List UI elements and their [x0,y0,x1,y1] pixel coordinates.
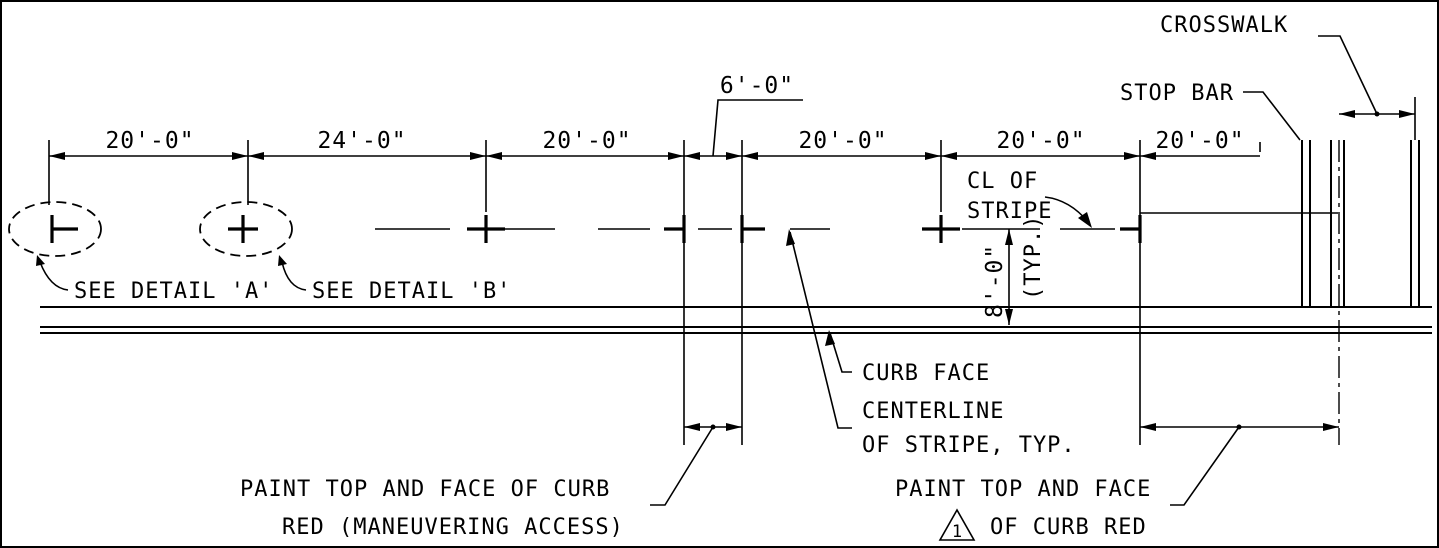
centerline-leader [789,231,852,429]
stall-marking-t-4 [664,215,686,243]
stop-bar-label: STOP BAR [1120,81,1234,106]
dimension-text-6ft: 6'-0" [720,73,794,99]
detail-b-callout-ellipse [199,201,293,257]
maneuvering-access-dimension [650,423,742,506]
detail-a-leader [39,261,69,291]
stall-marking-cross-b [228,215,258,243]
detail-b-leader [281,261,307,291]
detail-b-label: SEE DETAIL 'B' [312,279,511,304]
curb-red-dimension [1140,423,1339,506]
cl-of-stripe-label-line1: CL OF [967,169,1038,194]
stall-marking-t-5 [740,215,765,243]
stop-bar [1301,140,1311,307]
dimension-text-2: 24'-0" [317,128,406,154]
paint-left-label-line1: PAINT TOP AND FACE OF CURB [240,477,610,502]
revision-delta-icon: 1 [938,508,976,542]
paint-right-label-line1: PAINT TOP AND FACE [895,477,1151,502]
dimension-text-1: 20'-0" [105,128,194,154]
paint-right-label-line2: OF CURB RED [990,515,1147,540]
stall-marking-t-a [50,215,78,243]
six-foot-leader [712,99,803,157]
centerline-label-line1: CENTERLINE [862,399,1004,424]
paint-left-label-line2: RED (MANEUVERING ACCESS) [282,515,624,540]
centerline-label-line2: OF STRIPE, TYP. [862,433,1076,458]
crosswalk-lines [1330,140,1420,307]
extension-lines [48,97,1416,445]
detail-a-label: SEE DETAIL 'A' [74,279,273,304]
vertical-dimension [1005,229,1013,325]
dimension-string [49,152,1260,160]
vertical-dimension-text: 8'-0" [982,244,1008,318]
crosswalk-label: CROSSWALK [1160,13,1288,38]
detail-b-arrowhead [278,255,287,266]
cl-of-stripe-arrowhead [1078,212,1092,228]
detail-a-arrowhead [36,255,45,266]
stall-marking-cross-6 [922,215,960,243]
stall-marking-t-7 [1120,215,1142,243]
revision-number: 1 [952,522,962,542]
stall-marking-cross-3 [467,215,505,243]
cl-of-stripe-label-line2: STRIPE [967,199,1052,224]
stop-bar-leader [1243,91,1301,141]
detail-a-callout-ellipse [8,201,102,257]
vertical-dimension-note: (TYP.) [1021,215,1046,300]
dimension-text-6: 20'-0" [996,128,1085,154]
curb-lines [40,306,1432,334]
dimension-text-5: 20'-0" [798,128,887,154]
curb-face-arrowhead [825,330,835,346]
curb-face-leader [829,332,852,373]
dimension-text-7: 20'-0" [1155,128,1244,154]
curb-face-label: CURB FACE [862,361,990,386]
dimension-text-3: 20'-0" [542,128,631,154]
crosswalk-dimension [1318,35,1415,118]
centerline-arrowhead [786,229,795,246]
